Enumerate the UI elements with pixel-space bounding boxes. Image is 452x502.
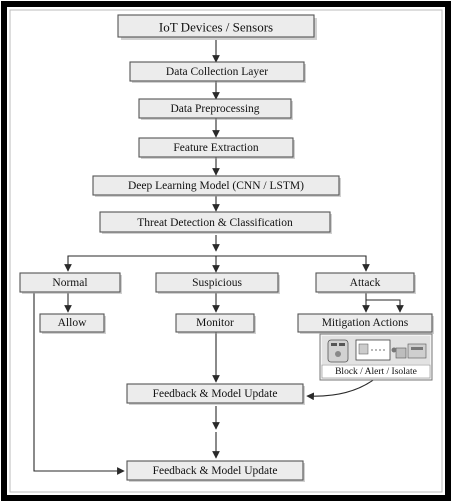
- node-suspicious: Suspicious: [155, 272, 280, 294]
- node-deep-learning-model: Deep Learning Model (CNN / LSTM): [92, 175, 341, 197]
- node-attack: Attack: [315, 272, 416, 294]
- node-feedback-update-2-label: Feedback & Model Update: [153, 465, 278, 477]
- node-deep-learning-model-label: Deep Learning Model (CNN / LSTM): [128, 180, 304, 192]
- node-attack-label: Attack: [350, 277, 381, 289]
- inner-border: [9, 9, 443, 493]
- network-devices-icon: [391, 343, 427, 359]
- firewall-panel-icon: [355, 339, 391, 361]
- node-feature-extraction-label: Feature Extraction: [173, 142, 259, 154]
- node-normal: Normal: [19, 272, 122, 294]
- node-mitigation-actions: Mitigation Actions: [297, 313, 434, 334]
- node-threat-detection: Threat Detection & Classification: [99, 211, 332, 234]
- node-mitigation-actions-label: Mitigation Actions: [322, 317, 409, 329]
- mitigation-caption: Block / Alert / Isolate: [335, 367, 417, 377]
- node-monitor: Monitor: [175, 313, 256, 334]
- edge-normal-bottom-feedback: [33, 293, 125, 475]
- edges: [33, 40, 404, 475]
- node-normal-label: Normal: [52, 277, 87, 289]
- node-iot-devices: IoT Devices / Sensors: [117, 14, 317, 40]
- node-suspicious-label: Suspicious: [192, 277, 242, 289]
- mitigation-illustration: Block / Alert / Isolate: [319, 333, 433, 381]
- node-allow: Allow: [39, 313, 106, 334]
- edge-mitigation-feedback: [306, 377, 377, 401]
- edge-branch-normal: [64, 255, 216, 272]
- edge-branch-attack: [216, 255, 370, 272]
- node-threat-detection-label: Threat Detection & Classification: [137, 217, 293, 229]
- node-data-collection-label: Data Collection Layer: [166, 66, 268, 78]
- node-monitor-label: Monitor: [196, 317, 234, 329]
- node-iot-devices-label: IoT Devices / Sensors: [159, 20, 273, 35]
- node-data-collection: Data Collection Layer: [129, 61, 306, 83]
- node-feedback-update-1: Feedback & Model Update: [126, 383, 305, 405]
- router-icon: [327, 339, 349, 363]
- node-allow-label: Allow: [58, 317, 87, 329]
- node-feedback-update-2: Feedback & Model Update: [126, 460, 305, 482]
- node-data-preprocessing-label: Data Preprocessing: [170, 103, 259, 115]
- node-feature-extraction: Feature Extraction: [138, 137, 295, 159]
- edge-attack-mitigation-right: [366, 299, 404, 313]
- node-feedback-update-1-label: Feedback & Model Update: [153, 388, 278, 400]
- node-data-preprocessing: Data Preprocessing: [138, 98, 293, 120]
